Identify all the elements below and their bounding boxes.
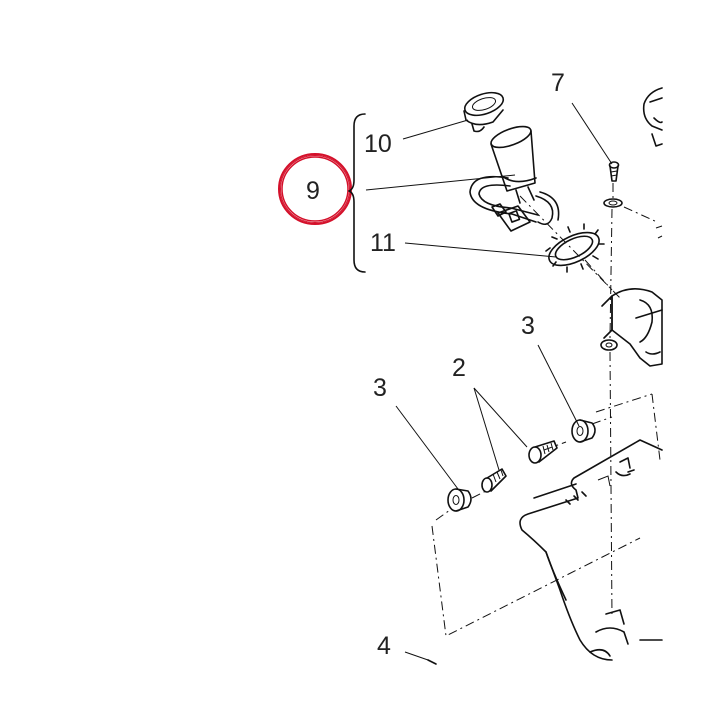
callout-7: 7: [551, 69, 565, 97]
part-2-bolt-upper: [528, 440, 558, 464]
part-4-arm-stub: [427, 659, 437, 665]
part-2-bolt-lower: [481, 468, 507, 493]
group-bracket: [348, 113, 366, 273]
callout-10: 10: [364, 130, 392, 158]
part-7-screw: [603, 161, 623, 208]
part-11-lock-ring: [545, 223, 605, 273]
callout-3-left: 3: [373, 374, 387, 402]
part-10-cap: [463, 91, 505, 133]
callout-3-right: 3: [521, 312, 535, 340]
callout-11: 11: [370, 229, 396, 257]
part-3-grommet-right: [571, 419, 596, 443]
part-3-grommet-left: [447, 488, 472, 512]
callout-9[interactable]: 9: [306, 177, 320, 205]
part-4-bracket: [519, 439, 663, 661]
callout-4: 4: [377, 632, 391, 660]
upper-component: [642, 87, 663, 239]
lamp-housing: [600, 288, 663, 367]
part-9-socket-harness: [469, 125, 560, 232]
callout-2: 2: [452, 354, 466, 382]
leader-lines: [365, 102, 613, 661]
